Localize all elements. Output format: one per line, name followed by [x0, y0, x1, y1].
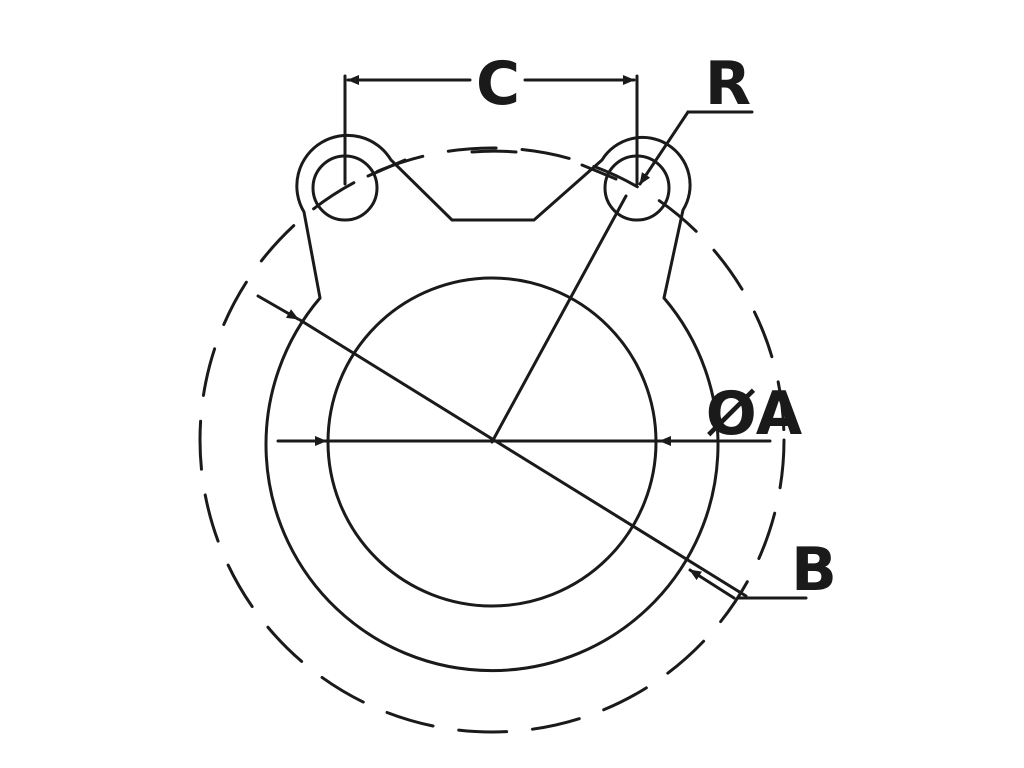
top-dashed-arc — [470, 149, 518, 154]
b-arrow-lower — [688, 568, 736, 600]
hole-tick-left — [366, 158, 407, 178]
b-dimension-line — [298, 318, 748, 598]
r-leader-arrow — [638, 110, 690, 186]
label-b: B — [791, 535, 837, 605]
label-diameter-a: ØA — [706, 379, 803, 449]
label-c: C — [476, 49, 520, 119]
radial-line — [490, 194, 628, 444]
bolt-circle — [198, 146, 786, 734]
gasket-outline — [264, 133, 720, 673]
b-arrow-upper — [256, 294, 300, 321]
hole-tick-right — [580, 163, 618, 181]
label-r: R — [705, 49, 751, 119]
